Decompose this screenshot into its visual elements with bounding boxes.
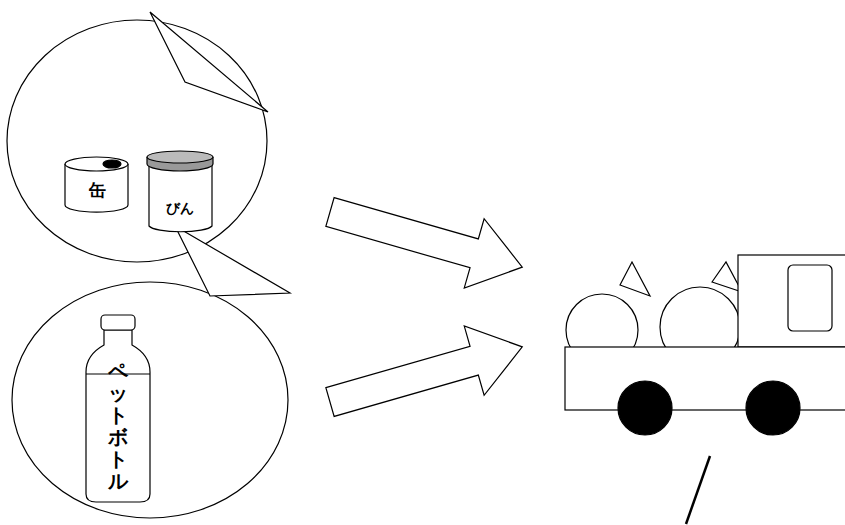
- label-text: ペットボトル: [108, 360, 128, 492]
- pointer-triangle: [150, 12, 268, 112]
- label-text: びん: [166, 200, 194, 218]
- container-label: 缶: [89, 179, 106, 202]
- group-circle: [7, 20, 267, 262]
- leader-line: [686, 456, 710, 524]
- bottle-label: ペットボトル: [108, 360, 128, 492]
- hollow-arrow: [320, 312, 532, 436]
- group-circle: [12, 282, 288, 518]
- pet-bottle-icon: [86, 315, 150, 502]
- label-text: 缶: [89, 179, 106, 202]
- hollow-arrow: [320, 177, 532, 301]
- can-icon: [65, 157, 128, 212]
- garbage-truck: [565, 255, 845, 435]
- pointer-triangle: [175, 226, 290, 296]
- container-label: びん: [166, 200, 194, 218]
- jar-icon: [147, 151, 213, 232]
